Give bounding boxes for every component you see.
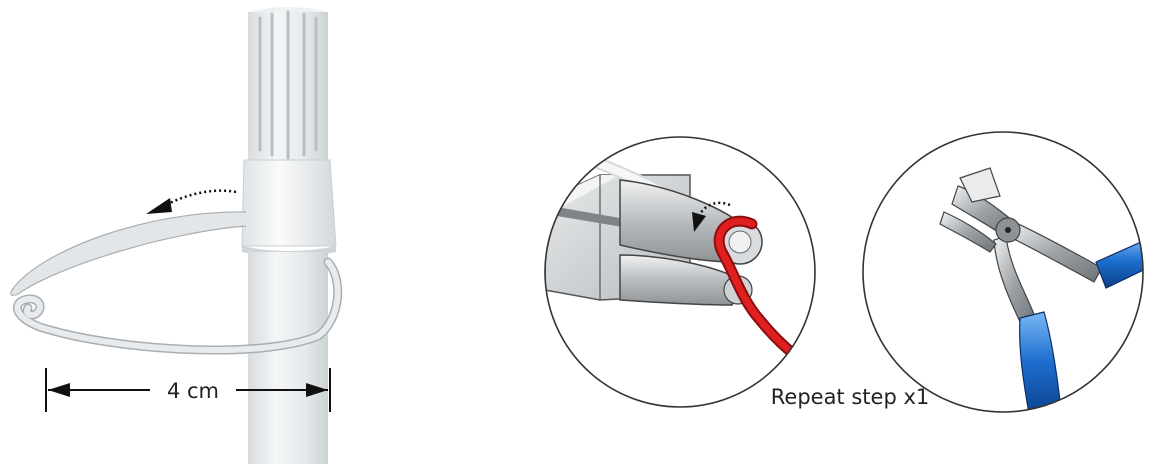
rotation-arrow-icon — [168, 191, 236, 204]
repeat-step-caption: Repeat step x1 — [771, 385, 929, 409]
pole-cap — [248, 7, 328, 162]
pole-collar — [242, 160, 336, 246]
measurement-label: 4 cm — [167, 379, 219, 403]
pliers-icon — [860, 130, 1160, 420]
wire-loop — [11, 212, 246, 295]
bending-step-circle — [540, 130, 840, 420]
pole-tube — [248, 252, 328, 464]
pole-figure: 4 cm — [11, 7, 338, 464]
wire-bending-tool-icon — [540, 130, 840, 420]
cutting-step-circle — [860, 130, 1160, 420]
